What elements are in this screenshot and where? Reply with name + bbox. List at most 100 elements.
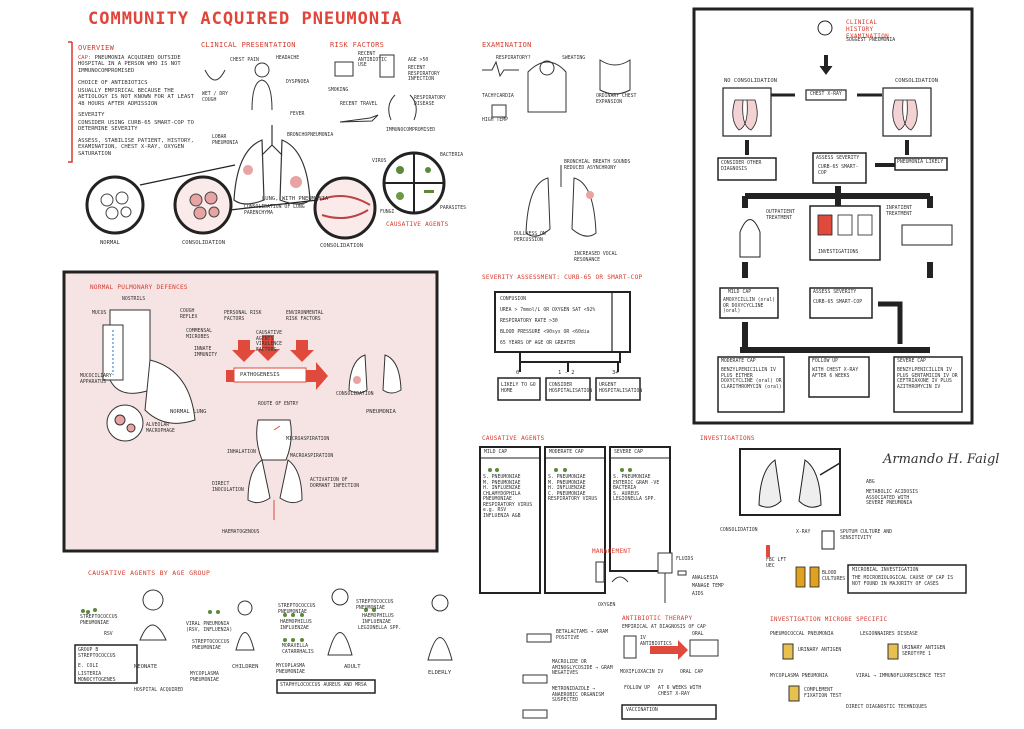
- management-sketches: [595, 552, 687, 603]
- lobar-label: LOBAR PNEUMONIA: [212, 135, 238, 146]
- page-title: COMMUNITY ACQUIRED PNEUMONIA: [88, 9, 403, 29]
- def-mucus: MUCUS: [92, 311, 107, 316]
- mgmt-oxygen: OXYGEN: [598, 603, 616, 608]
- severe-cap-heading: SEVERE CAP: [897, 359, 926, 364]
- bacteria-dots: [81, 468, 632, 642]
- agent-virus: VIRUS: [372, 159, 387, 164]
- inv-xray: X-RAY: [796, 530, 811, 535]
- route-microaspiration: MICROASPIRATION: [286, 437, 330, 442]
- adult-legionella: LEGIONELLA SPP.: [358, 626, 402, 631]
- history-flowchart: [717, 20, 963, 413]
- moderate-cap-heading: MODERATE CAP: [721, 359, 756, 364]
- abx-iv: IV ANTIBIOTICS: [640, 636, 672, 647]
- children-label: CHILDREN: [232, 664, 259, 670]
- route-inhalation: INHALATION: [227, 450, 256, 455]
- microbe-heading: INVESTIGATION MICROBE SPECIFIC: [770, 616, 888, 623]
- neonate-rsv: RSV: [104, 632, 113, 637]
- age-group-heading: CAUSATIVE AGENTS BY AGE GROUP: [88, 569, 211, 577]
- route-macroaspiration: MACROASPIRATION: [290, 454, 334, 459]
- route-dormant: ACTIVATION OF DORMANT INFECTION: [310, 478, 360, 489]
- curb-label-2: CURB-65 SMART-COP: [813, 300, 863, 305]
- microbe-viral: VIRAL → IMMUNOFLUORESCENCE TEST: [856, 674, 946, 679]
- children-viral: VIRAL PNEUMONIA (RSV, INFLUENZA): [186, 622, 233, 633]
- lung-caption-2: CONSOLIDATION OF LUNG PARENCHYMA: [244, 205, 305, 216]
- severity-label: SEVERITY: [78, 112, 105, 118]
- sev-line-c: CONFUSION: [500, 297, 526, 302]
- sev-outcome-1: CONSIDER HOSPITALISATION: [549, 383, 593, 394]
- agents-moderate-heading: MODERATE CAP: [549, 450, 584, 455]
- inv-fbc: FBC LFT UEC: [766, 558, 787, 569]
- pneumonia-likely: PNEUMONIA LIKELY: [897, 160, 944, 165]
- antibiotic-heading: ANTIBIOTIC THERAPY: [622, 615, 693, 622]
- pathogenesis-arrows: [226, 335, 328, 390]
- clin-chest-pain: CHEST PAIN: [230, 58, 259, 63]
- follow-up-text: WITH CHEST X-RAY AFTER 6 WEEKS: [812, 368, 859, 379]
- agents-circle: [382, 151, 446, 215]
- agents-table-heading: CAUSATIVE AGENTS: [482, 435, 545, 442]
- agent-fungi: FUNGI: [380, 210, 395, 215]
- lung-caption: LUNG, WITH PNEUMONIA: [262, 196, 329, 202]
- def-route: ROUTE OF ENTRY: [258, 402, 299, 407]
- abx-follow: FOLLOW UP: [624, 686, 650, 691]
- sev-score-3: 3+: [612, 370, 619, 376]
- inv-abg: ABG: [866, 480, 875, 485]
- inv-consolidation: CONSOLIDATION: [720, 528, 758, 533]
- def-macrophage: ALVEOLAR MACROPHAGE: [146, 423, 175, 434]
- cap-text: PNEUMONIA ACQUIRED OUTSIDE HOSPITAL IN A…: [78, 55, 181, 74]
- microbe-pneumococcal: PNEUMOCOCCAL PNEUMONIA: [770, 632, 834, 637]
- adult-staph: STAPHYLOCOCCUS AUREUS AND MRSA: [280, 683, 367, 688]
- neonate-ecoli: E. COLI: [78, 664, 99, 669]
- clin-headache: HEADACHE: [276, 56, 300, 61]
- mgmt-aids: AIDS: [692, 592, 704, 597]
- agent-bacteria: BACTERIA: [440, 153, 464, 158]
- microbe-legionnaires: LEGIONNAIRES DISEASE: [860, 632, 918, 637]
- microbe-mycoplasma: MYCOPLASMA PNEUMONIA: [770, 674, 828, 679]
- abx-betalactams: BETALACTAMS → GRAM POSITIVE: [556, 630, 608, 641]
- agents-mild-heading: MILD CAP: [484, 450, 508, 455]
- agents-circle-heading: CAUSATIVE AGENTS: [386, 221, 449, 228]
- microbe-urinary: URINARY ANTIGEN: [798, 648, 842, 653]
- exam-high-temp: HIGH TEMP: [482, 118, 508, 123]
- moderate-cap-text: BENZYLPENICILLIN IV PLUS EITHER DOXYCYCL…: [721, 368, 782, 390]
- inpatient: INPATIENT TREATMENT: [886, 206, 912, 217]
- sev-score-1-2: 1 - 2: [558, 370, 575, 376]
- sev-outcome-0: LIKELY TO GO HOME: [501, 383, 536, 394]
- abx-metronidazole: METRONIDAZOLE → ANAEROBIC ORGANISM SUSPE…: [552, 687, 604, 704]
- agents-moderate-list: S. PNEUMONIAE M. PNEUMONIAE H. INFLUENZA…: [548, 475, 598, 503]
- assess-severity-2: ASSESS SEVERITY: [813, 290, 857, 295]
- examination-sketches: [482, 59, 631, 237]
- neonate-listeria: LISTERIA MONOCYTOGENES: [78, 672, 116, 683]
- children-strep: STREPTOCOCCUS PNEUMONIAE: [192, 640, 230, 651]
- route-haematogenous: HAEMATOGENOUS: [222, 530, 260, 535]
- clin-dyspnoea: DYSPNOEA: [286, 80, 310, 85]
- exam-respiratory: RESPIRATORY?: [496, 56, 531, 61]
- def-nostrils: NOSTRILS: [122, 297, 146, 302]
- risk-factors-heading: RISK FACTORS: [330, 41, 385, 49]
- abx-moxifloxacin: MOXIFLOXACIN IV: [620, 670, 664, 675]
- examination-heading: EXAMINATION: [482, 41, 532, 49]
- def-normal-lung: NORMAL LUNG: [170, 409, 207, 415]
- investigations-drawings: [739, 448, 967, 594]
- exam-tachycardia: TACHYCARDIA: [482, 94, 514, 99]
- abx-oral-cap: ORAL CAP: [680, 670, 704, 675]
- assess-severity: ASSESS SEVERITY: [816, 156, 860, 161]
- sev-line-b: BLOOD PRESSURE <90sys OR <60dia: [500, 330, 590, 335]
- micro-heading: MICROBIAL INVESTIGATION: [852, 568, 919, 573]
- def-environment: ENVIRONMENTAL RISK FACTORS: [286, 311, 324, 322]
- adult-label: ADULT: [344, 664, 361, 670]
- microbe-urinary-serotype: URINARY ANTIGEN SEROTYPE 1: [902, 646, 946, 657]
- agents-table: [479, 446, 671, 594]
- choice-label: CHOICE OF ANTIBIOTICS: [78, 80, 148, 86]
- antibiotic-sub: EMPIRICAL AT DIAGNOSIS OF CAP: [622, 625, 706, 630]
- lungs-illustration: [233, 125, 311, 205]
- def-pathogenesis: PATHOGENESIS: [240, 372, 280, 378]
- risk-smoking: SMOKING: [328, 88, 349, 93]
- exam-dullness: DULLNESS ON PERCUSSION: [514, 232, 546, 243]
- mgmt-temp: MANAGE TEMP: [692, 584, 724, 589]
- inv-metabolic: METABOLIC ACIDOSIS ASSOCIATED WITH SEVER…: [866, 490, 918, 507]
- consolidation-label-2: CONSOLIDATION: [320, 243, 364, 249]
- def-consolidation: CONSOLIDATION: [336, 392, 374, 397]
- def-mucociliary: MUCOCILIARY APPARATUS: [80, 374, 112, 385]
- clin-fever: FEVER: [290, 112, 305, 117]
